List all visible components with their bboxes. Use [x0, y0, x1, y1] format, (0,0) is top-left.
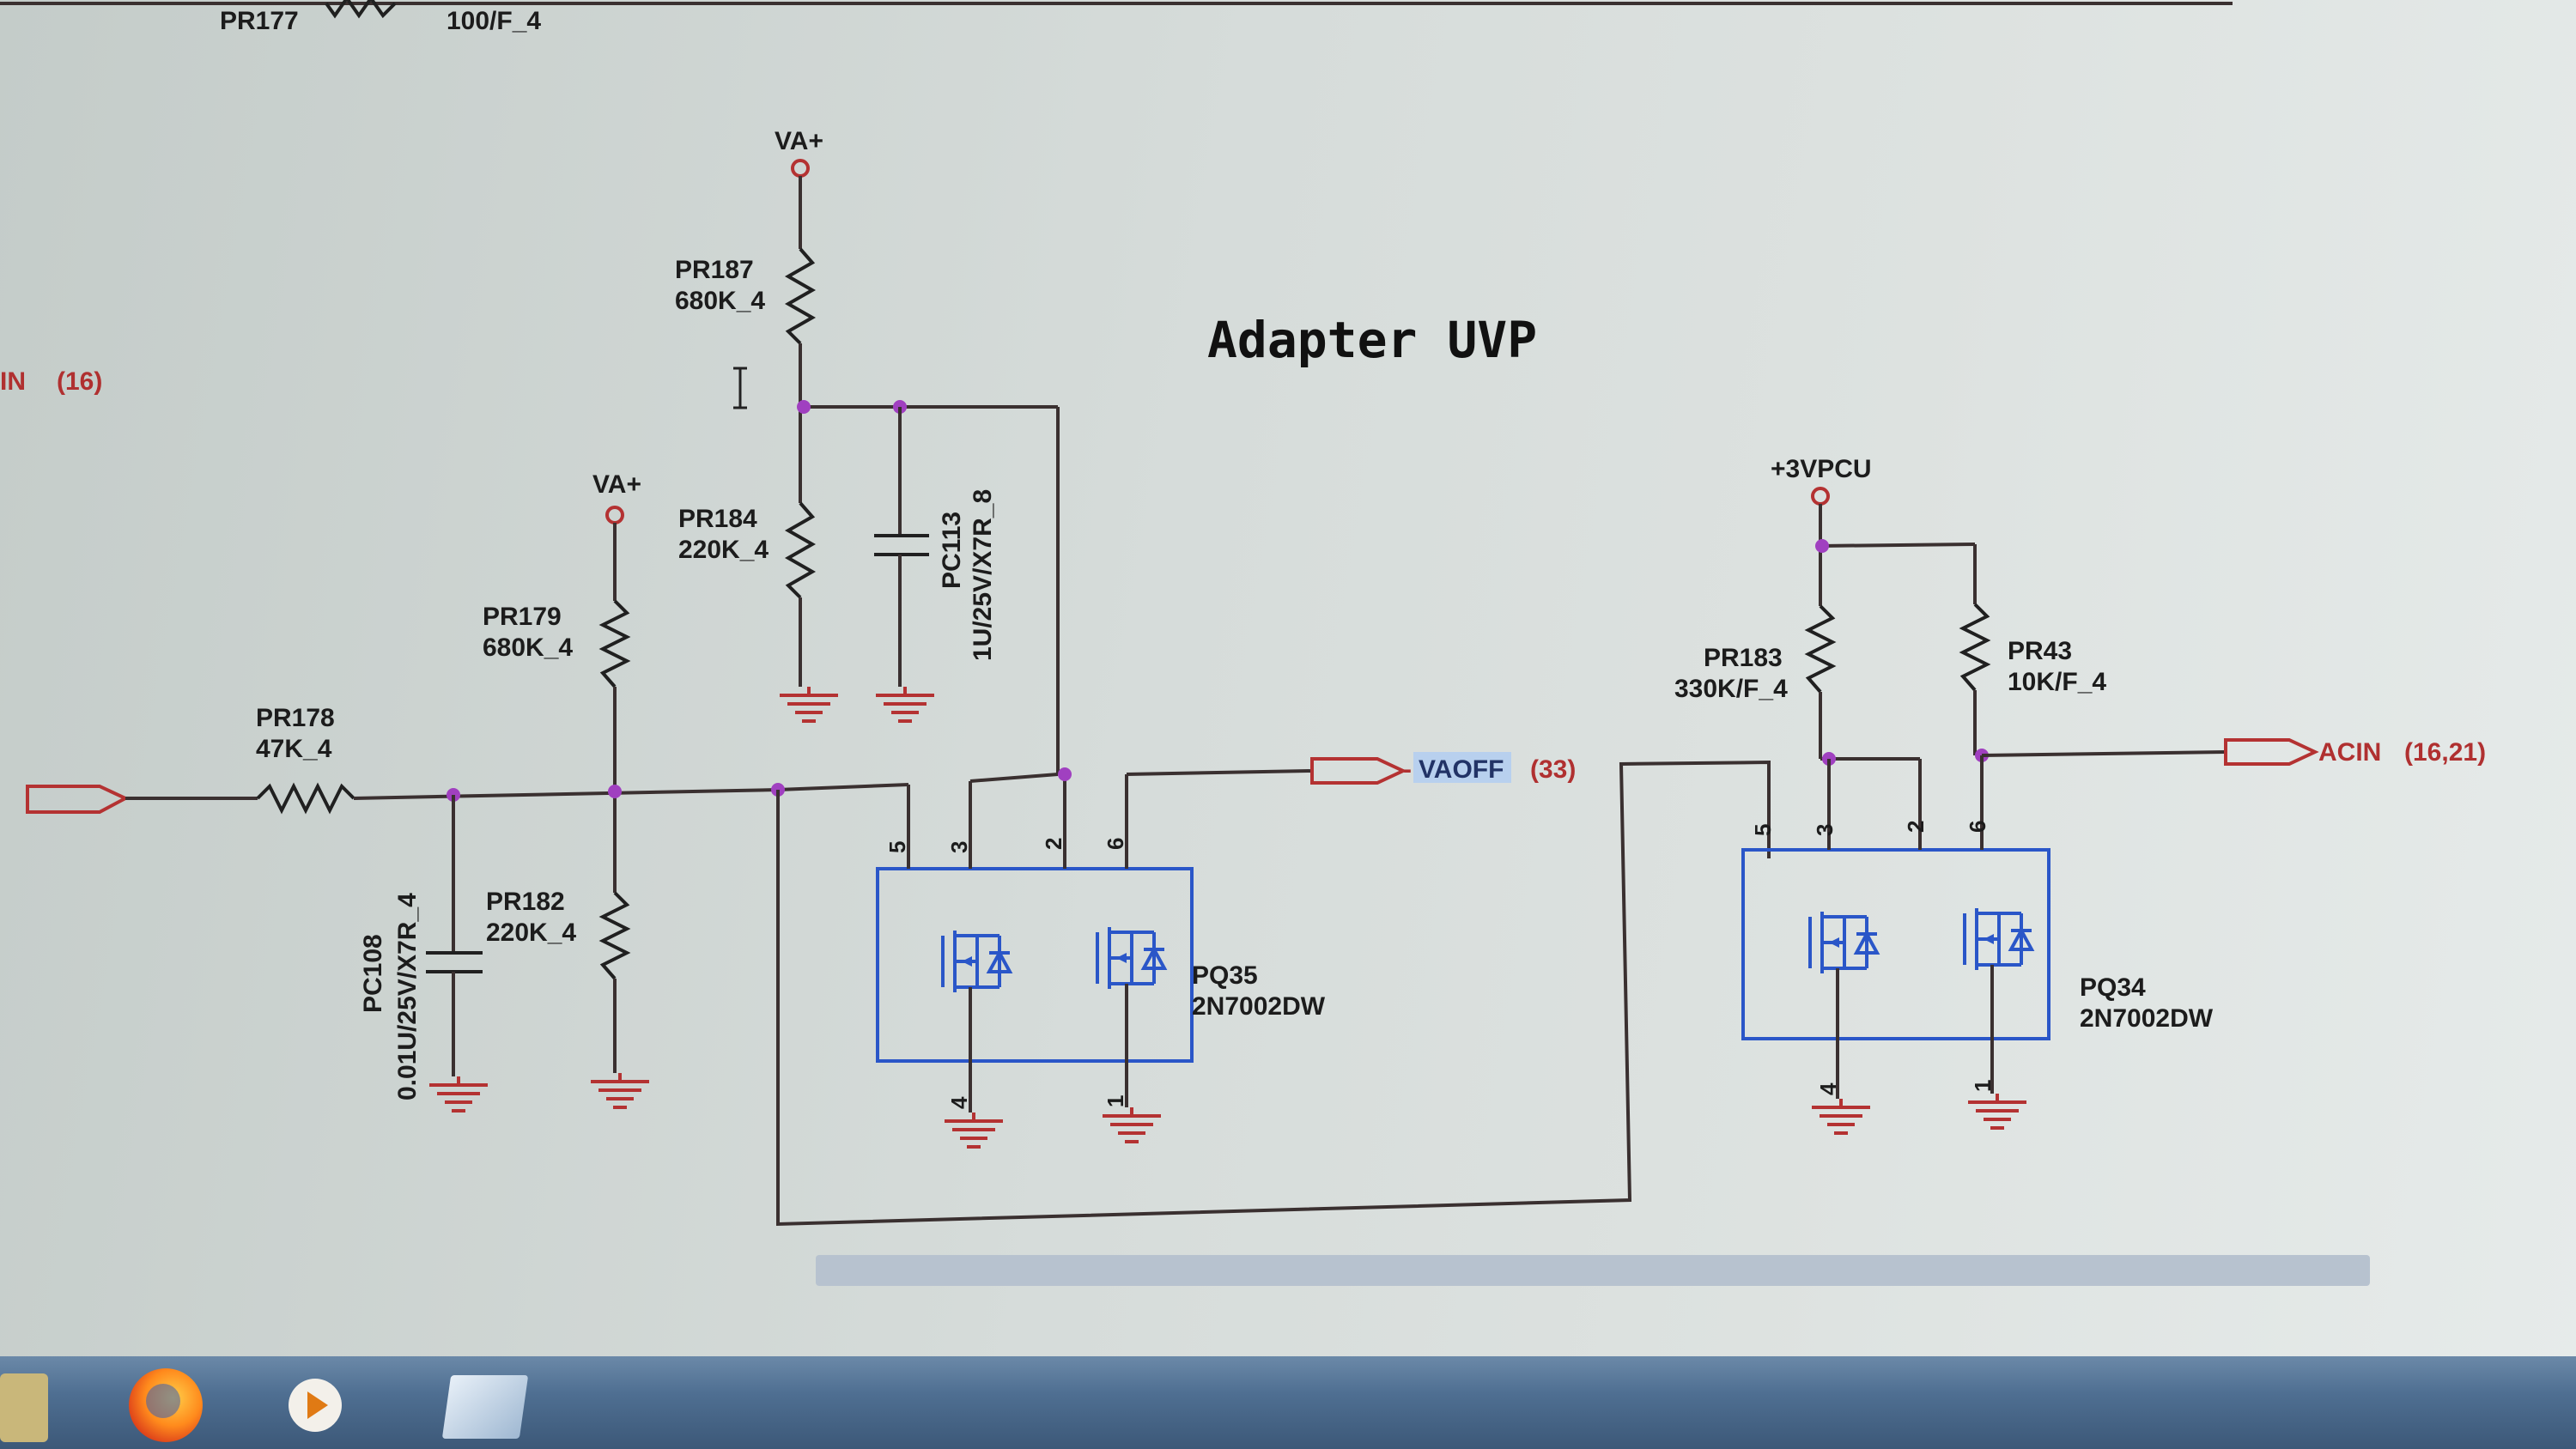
pq35-pin-4: 4	[946, 1096, 972, 1109]
acin-net-page: (16,21)	[2404, 738, 2486, 767]
ground-pq35-pin4	[943, 1111, 1005, 1149]
vaoff-net-name[interactable]: VAOFF	[1419, 755, 1504, 784]
pq34-part: 2N7002DW	[2080, 1004, 2214, 1033]
pc113-ref: PC113	[938, 512, 966, 589]
pr178-resistor	[256, 782, 355, 815]
horizontal-scrollbar[interactable]	[816, 1255, 2370, 1286]
pr184-value: 220K_4	[678, 536, 769, 564]
v3vpcu-terminal	[1811, 487, 1830, 506]
pr178-value: 47K_4	[256, 735, 332, 763]
pr182-value: 220K_4	[486, 919, 576, 947]
pq34-ref: PQ34	[2080, 973, 2146, 1002]
va-left-terminal	[605, 506, 624, 524]
top-fragment: PR177 100/F_4	[0, 0, 2233, 35]
pq34-pin-3: 3	[1812, 824, 1838, 836]
va-top-label: VA+	[775, 127, 823, 155]
left-net-page: (16)	[57, 367, 102, 396]
pr183-resistor	[1804, 604, 1837, 694]
pq35-pin-6: 6	[1103, 838, 1128, 850]
left-net-name: IN	[0, 367, 26, 396]
vaoff-net-page: (33)	[1530, 755, 1576, 784]
pr187-ref: PR187	[675, 256, 754, 284]
pc108-ref: PC108	[359, 934, 387, 1013]
documents-icon[interactable]	[441, 1375, 529, 1439]
ground-pq34-pin4	[1810, 1097, 1872, 1135]
firefox-icon[interactable]	[129, 1368, 203, 1442]
pr179-ref: PR179	[483, 603, 562, 631]
pq34-pin-1: 1	[1970, 1080, 1996, 1092]
pq35-pin-5: 5	[884, 841, 910, 853]
svg-text:-: -	[1403, 755, 1412, 784]
va-left-label: VA+	[592, 470, 641, 499]
pr182-ref: PR182	[486, 888, 565, 916]
pr184-resistor	[784, 501, 817, 599]
pq35-pin-1: 1	[1103, 1095, 1128, 1107]
pc108-value: 0.01U/25V/X7R_4	[393, 893, 422, 1100]
ground-pc108	[428, 1075, 489, 1113]
va-top-terminal	[791, 159, 810, 178]
pr177-value: 100/F_4	[447, 7, 541, 35]
pr43-resistor	[1959, 603, 1991, 692]
schematic-canvas[interactable]: PR177 100/F_4 IN (16) Adapter UVP VA+ PR…	[0, 0, 2576, 1356]
taskbar	[0, 1356, 2576, 1449]
pq34-pin-2: 2	[1903, 821, 1929, 833]
media-player-icon[interactable]	[289, 1379, 342, 1432]
acin-net-name: ACIN	[2318, 738, 2381, 767]
acin-port[interactable]	[2224, 738, 2319, 766]
v3vpcu-label: +3VPCU	[1771, 455, 1872, 483]
pq35-ref: PQ35	[1192, 961, 1258, 990]
pq35-pin-2: 2	[1041, 838, 1066, 850]
pr179-value: 680K_4	[483, 634, 573, 662]
pr177-ref: PR177	[220, 7, 299, 35]
pr43-ref: PR43	[2008, 637, 2072, 665]
vaoff-port[interactable]	[1310, 757, 1407, 785]
pq35-pin-3: 3	[946, 841, 972, 853]
pr183-value: 330K/F_4	[1674, 675, 1788, 703]
pr182-resistor	[598, 891, 631, 980]
pq35-mosfet[interactable]: 5 3 2 6 4 1	[876, 767, 1194, 1149]
pr43-value: 10K/F_4	[2008, 668, 2106, 696]
pq34-pin-5: 5	[1750, 824, 1776, 836]
feedback-wire	[776, 760, 1771, 1227]
text-cursor-icon	[733, 367, 747, 409]
pc113-value: 1U/25V/X7R_8	[969, 489, 997, 661]
ground-pr182	[589, 1071, 651, 1109]
vaoff-highlight	[1413, 752, 1511, 783]
pr187-resistor	[784, 247, 817, 345]
pr179-resistor	[598, 599, 631, 688]
pr178-ref: PR178	[256, 704, 335, 732]
pq35-part: 2N7002DW	[1192, 992, 1326, 1021]
pr183-ref: PR183	[1704, 644, 1783, 672]
page-title: Adapter UVP	[1207, 311, 1537, 369]
ground-pq34-pin1	[1966, 1092, 2028, 1130]
pr187-value: 680K_4	[675, 287, 765, 315]
pq34-mosfet[interactable]: 5 3 2 6 4 1	[1741, 749, 2050, 1135]
folder-icon[interactable]	[0, 1373, 48, 1442]
pr184-ref: PR184	[678, 505, 757, 533]
ground-pr184	[778, 685, 840, 723]
input-port[interactable]	[26, 785, 130, 814]
ground-pq35-pin1	[1101, 1106, 1163, 1143]
pq34-pin-4: 4	[1815, 1082, 1841, 1095]
ground-pc113	[874, 685, 936, 723]
pq34-pin-6: 6	[1965, 821, 1990, 833]
